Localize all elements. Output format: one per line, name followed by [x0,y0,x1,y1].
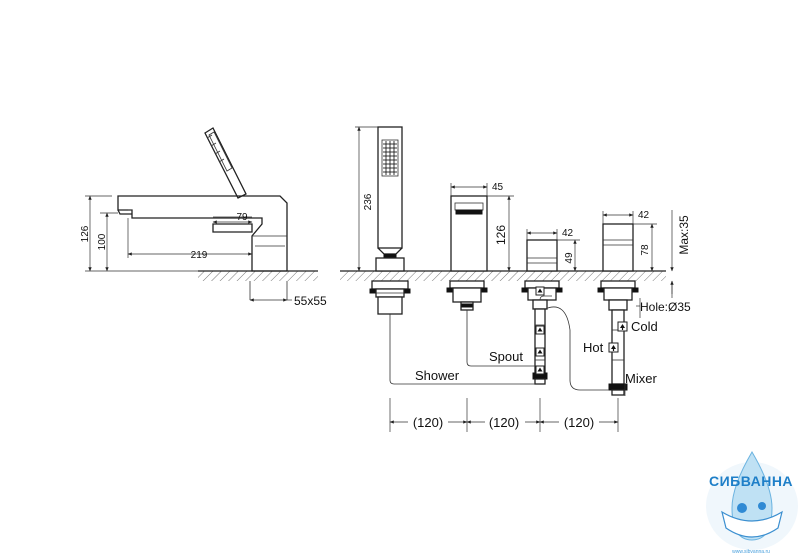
dim-spout-height: 100 [97,233,108,250]
front-valve [597,223,639,396]
dim-body-reach: 79 [236,212,248,223]
hose-spout [466,310,535,367]
label-shower: Shower [415,368,460,383]
logo-brand: СИБВАННА [709,473,793,489]
logo-url: www.sibvanna.ru [732,549,770,555]
mixer-hose-marker [535,365,545,375]
hole-diameter-label: Hole:Ø35 [640,300,691,314]
label-cold: Cold [631,319,658,334]
dim-valve-height: 78 [640,244,651,256]
mixer-outlet-marker-1 [535,325,545,335]
dim-base-size: 55x55 [294,294,327,308]
spacing-2: (120) [489,415,519,430]
spacing-3: (120) [564,415,594,430]
label-spout: Spout [489,349,523,364]
front-countertop [340,271,666,281]
dim-spout-reach: 219 [191,250,208,261]
dim-spout-width: 45 [492,182,504,193]
hot-inlet-marker [608,342,619,353]
mixer-outlet-marker-3 [535,286,545,296]
dim-valve-width: 42 [638,210,650,221]
spacing-1: (120) [413,415,443,430]
side-countertop [198,271,318,281]
dim-total-height: 126 [80,225,91,242]
front-mixer [521,239,563,385]
side-view: 126 100 79 219 55x55 [80,127,327,308]
side-hand-shower [204,127,247,199]
cold-inlet-marker [617,321,628,332]
mixer-outlet-marker-2 [535,347,545,357]
dim-max-thickness: Max:35 [677,215,691,255]
front-hand-shower [369,126,411,315]
dim-mixer-height: 49 [564,252,575,264]
label-hot: Hot [583,340,604,355]
sibvanna-logo: СИБВАННА www.sibvanna.ru [706,451,798,555]
hose-shower [389,314,535,385]
front-view: Shower Spout Hot Cold Mixer 236 45 126 4… [340,126,691,432]
front-spout [446,195,488,311]
label-mixer: Mixer [625,371,657,386]
side-lever [212,223,253,233]
dim-mixer-width: 42 [562,228,574,239]
dim-spout-height: 126 [494,225,508,245]
dim-handshower-height: 236 [363,193,374,210]
hose-mixer [544,306,609,391]
